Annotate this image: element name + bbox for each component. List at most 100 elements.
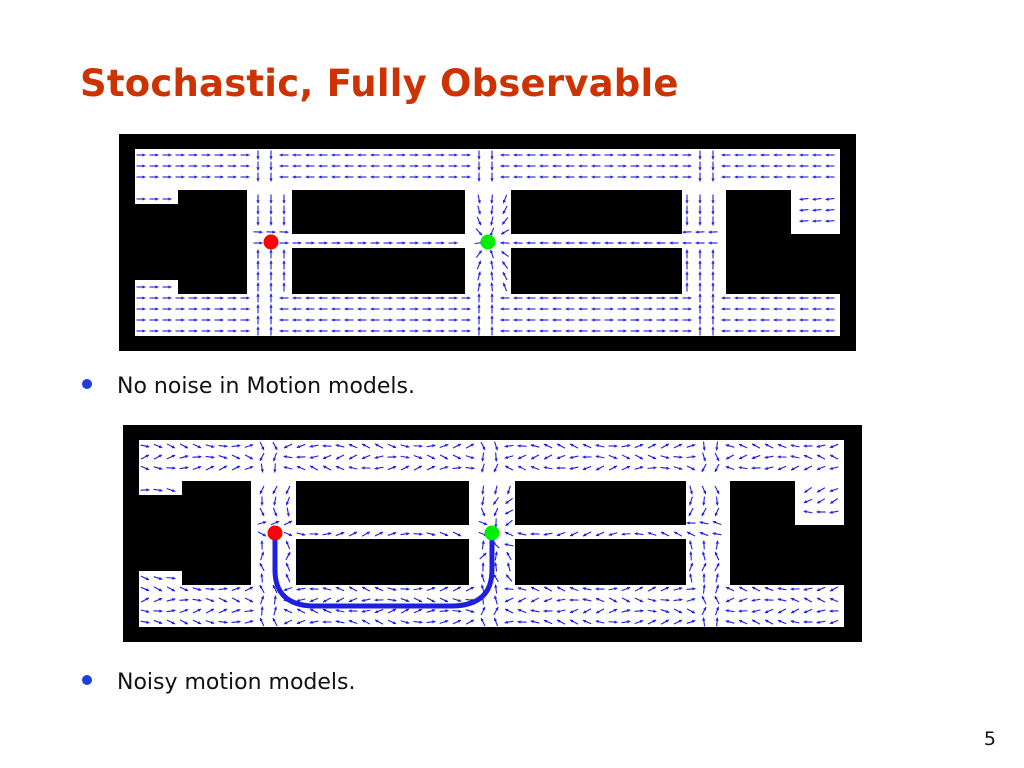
policy-arrowhead (288, 532, 293, 537)
policy-arrowhead (370, 153, 374, 157)
policy-arrowhead (777, 443, 782, 448)
policy-arrowhead (207, 329, 211, 333)
policy-arrowhead (155, 197, 159, 201)
policy-arrowhead (691, 619, 696, 624)
policy-arrowhead (669, 241, 673, 245)
noisy-policy-map (123, 425, 862, 642)
policy-arrowhead (311, 241, 315, 245)
policy-arrowhead (711, 222, 715, 226)
policy-arrowhead (181, 164, 185, 168)
policy-arrowhead (747, 175, 751, 179)
policy-arrowhead (639, 619, 644, 624)
policy-arrowhead (517, 532, 522, 536)
policy-arrowhead (142, 175, 146, 179)
policy-arrowhead (481, 540, 485, 544)
policy-arrowhead (583, 533, 587, 537)
policy-arrowhead (725, 599, 730, 603)
policy-arrowhead (168, 153, 172, 157)
policy-arrowhead (711, 211, 715, 215)
policy-arrowhead (322, 456, 327, 460)
policy-arrowhead (481, 491, 485, 495)
policy-arrowhead (168, 197, 172, 201)
policy-arrowhead (315, 532, 319, 536)
policy-arrowhead (686, 531, 691, 535)
policy-arrowhead (457, 586, 461, 590)
policy-arrowhead (362, 586, 366, 590)
policy-arrowhead (799, 208, 803, 212)
policy-arrowhead (786, 153, 790, 157)
policy-arrowhead (708, 241, 712, 245)
policy-arrowhead (613, 608, 618, 612)
policy-arrowhead (181, 329, 185, 333)
policy-arrowhead (552, 175, 556, 179)
policy-arrowhead (483, 521, 488, 526)
policy-arrowhead (415, 307, 419, 311)
policy-arrowhead (269, 178, 273, 182)
policy-arrowhead (305, 318, 309, 322)
policy-arrowhead (711, 156, 715, 160)
policy-arrowhead (804, 489, 808, 493)
policy-arrowhead (184, 608, 189, 613)
policy-arrowhead (328, 532, 332, 536)
policy-arrowhead (322, 444, 326, 448)
policy-arrowhead (799, 153, 803, 157)
policy-arrowhead (431, 608, 436, 613)
policy-arrowhead (691, 597, 696, 602)
policy-arrowhead (610, 318, 614, 322)
policy-arrowhead (236, 456, 241, 460)
policy-arrowhead (335, 620, 339, 624)
policy-arrowhead (716, 457, 720, 462)
policy-arrowhead (649, 175, 653, 179)
policy-arrowhead (418, 455, 423, 460)
policy-arrowhead (184, 445, 188, 449)
policy-arrowhead (569, 455, 573, 459)
policy-arrowhead (296, 620, 301, 625)
policy-arrowhead (698, 260, 702, 264)
policy-arrowhead (500, 307, 504, 311)
policy-arrowhead (344, 175, 348, 179)
policy-arrowhead (760, 153, 764, 157)
policy-arrowhead (279, 164, 283, 168)
policy-arrowhead (470, 619, 474, 623)
policy-arrowhead (692, 455, 696, 459)
policy-arrowhead (829, 609, 833, 613)
policy-arrowhead (565, 318, 569, 322)
policy-arrowhead (344, 153, 348, 157)
policy-arrowhead (309, 444, 313, 448)
policy-arrowhead (790, 444, 794, 448)
policy-arrowhead (331, 329, 335, 333)
policy-arrowhead (591, 153, 595, 157)
policy-arrowhead (246, 318, 250, 322)
policy-arrowhead (428, 318, 432, 322)
policy-arrowhead (513, 329, 517, 333)
goal-marker (480, 234, 496, 250)
policy-arrowhead (688, 329, 692, 333)
policy-arrowhead (791, 467, 795, 471)
policy-arrowhead (689, 573, 693, 577)
policy-arrowhead (726, 456, 730, 460)
policy-arrowhead (698, 282, 702, 286)
policy-arrowhead (374, 598, 378, 602)
page-number: 5 (983, 728, 996, 750)
policy-arrowhead (799, 175, 803, 179)
policy-arrowhead (734, 175, 738, 179)
policy-arrowhead (504, 531, 509, 535)
start-marker (267, 525, 283, 541)
policy-arrowhead (171, 588, 175, 592)
policy-arrowhead (348, 609, 352, 613)
policy-arrowhead (751, 609, 756, 613)
policy-arrowhead (803, 500, 808, 504)
policy-arrowhead (552, 329, 556, 333)
policy-arrowhead (504, 608, 509, 612)
policy-arrowhead (675, 153, 679, 157)
policy-arrowhead (211, 455, 215, 459)
policy-arrowhead (517, 608, 522, 613)
policy-arrowhead (432, 444, 436, 448)
policy-arrowhead (260, 595, 265, 600)
policy-arrowhead (539, 296, 543, 300)
policy-arrowhead (799, 296, 803, 300)
policy-arrowhead (302, 532, 306, 536)
policy-arrowhead (526, 307, 530, 311)
policy-arrowhead (366, 531, 370, 535)
policy-arrowhead (256, 156, 260, 160)
